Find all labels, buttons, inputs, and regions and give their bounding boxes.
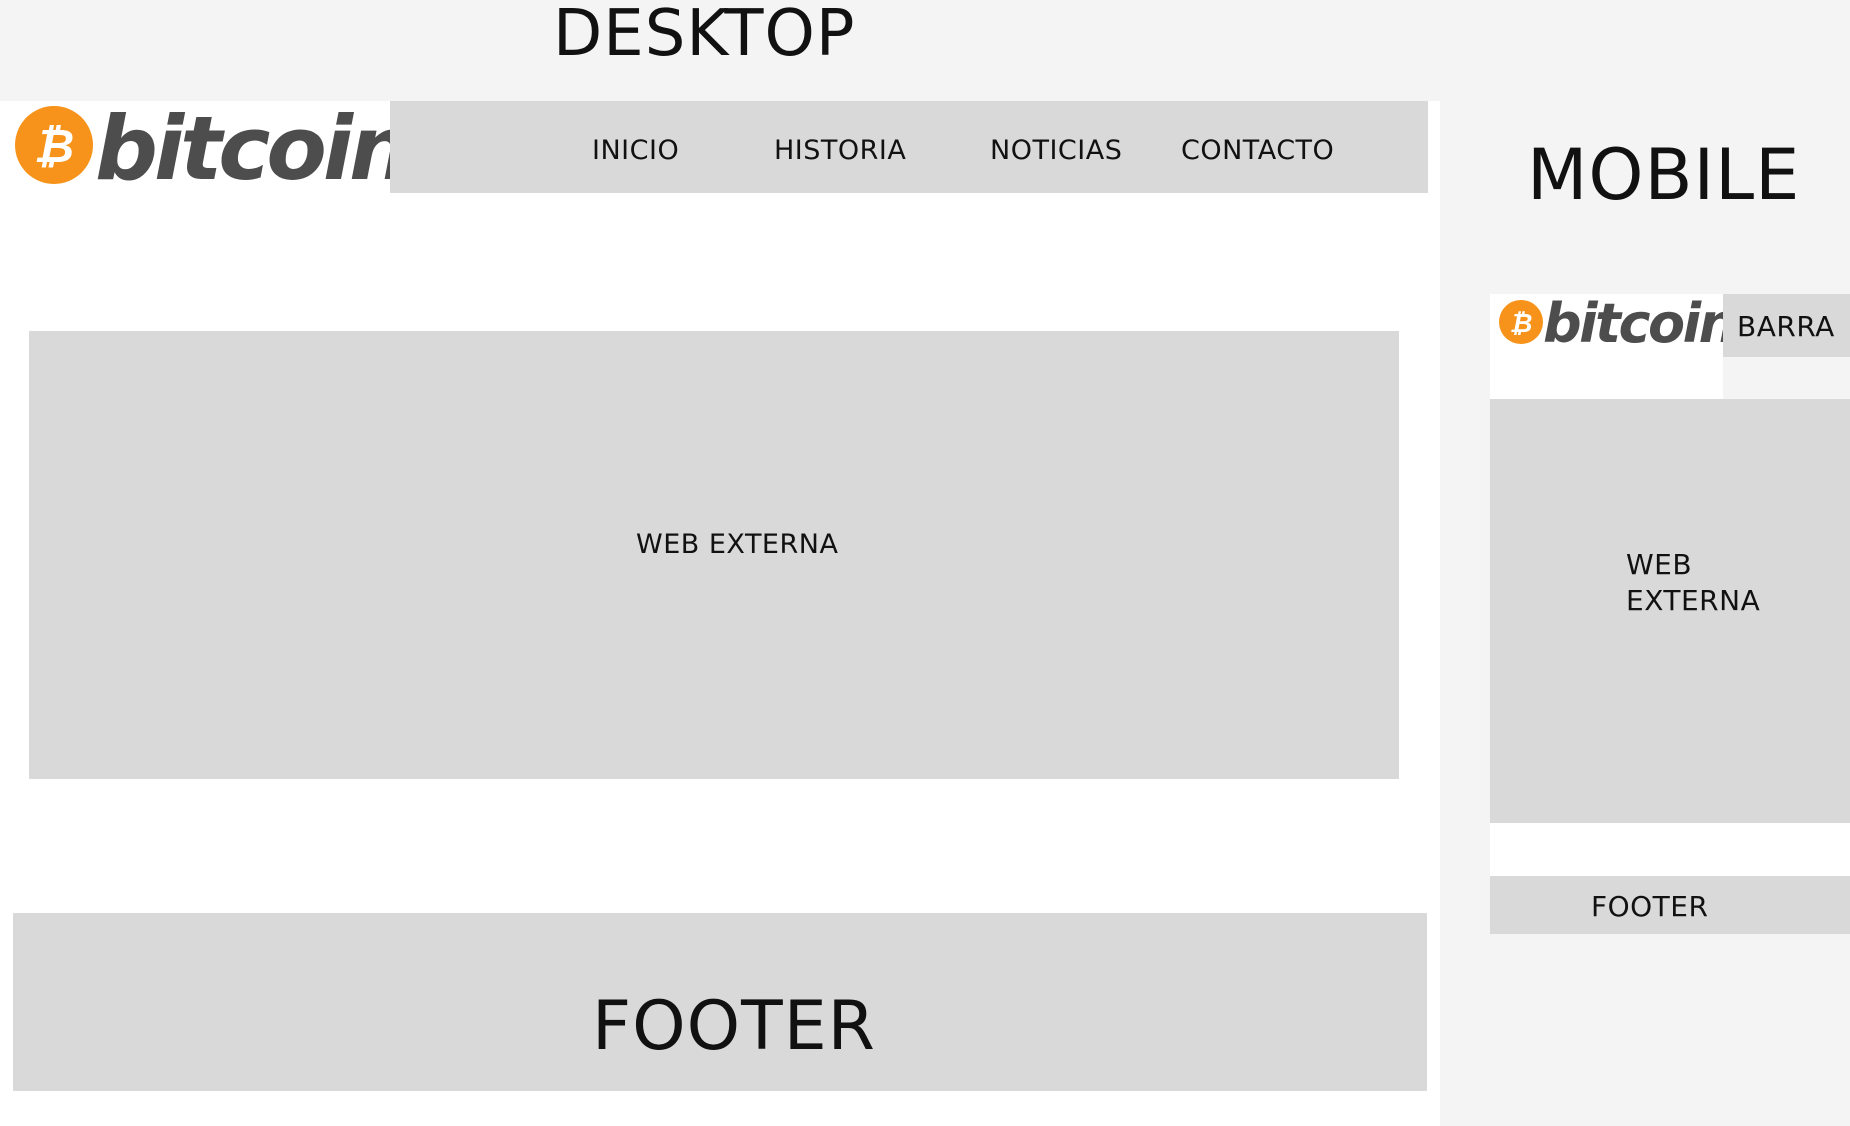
mobile-spacer (1490, 823, 1850, 876)
nav-item-contacto[interactable]: CONTACTO (1181, 135, 1335, 166)
desktop-external-web-block: WEB EXTERNA (29, 331, 1399, 779)
nav-item-noticias[interactable]: NOTICIAS (990, 135, 1123, 166)
mobile-bitcoin-logo[interactable]: ₿ bitcoin (1490, 292, 1737, 399)
desktop-bitcoin-logo[interactable]: ₿ bitcoin (0, 97, 412, 200)
desktop-logo-wordmark: bitcoin (95, 97, 408, 200)
desktop-external-web-label: WEB EXTERNA (636, 529, 839, 560)
bitcoin-coin-icon: ₿ (1499, 300, 1543, 344)
desktop-footer-block: FOOTER (13, 913, 1427, 1091)
bitcoin-logo-graphic: ₿ bitcoin (15, 97, 412, 200)
nav-item-historia[interactable]: HISTORIA (774, 135, 907, 166)
mobile-heading: MOBILE (1527, 134, 1801, 216)
mobile-web-line-1: WEB (1626, 548, 1693, 581)
mobile-logo-wordmark: bitcoin (1543, 292, 1735, 355)
mobile-nav-label: BARRA (1737, 310, 1835, 343)
desktop-nav-bar: INICIO HISTORIA NOTICIAS CONTACTO (390, 101, 1428, 193)
mobile-nav-bar[interactable]: BARRA (1723, 294, 1850, 357)
svg-text:₿: ₿ (1510, 309, 1533, 339)
desktop-footer-label: FOOTER (592, 987, 876, 1066)
nav-item-inicio[interactable]: INICIO (592, 135, 680, 166)
mobile-external-web-block: WEB EXTERNA (1490, 399, 1850, 823)
mobile-footer-label: FOOTER (1591, 890, 1709, 923)
mobile-footer-block: FOOTER (1490, 876, 1850, 934)
mobile-web-line-2: EXTERNA (1626, 584, 1761, 617)
mobile-bitcoin-logo-graphic: ₿ bitcoin (1499, 292, 1737, 355)
svg-text:₿: ₿ (34, 119, 74, 173)
desktop-wireframe: ₿ bitcoin INICIO HISTORIA NOTICIAS CONTA… (0, 97, 1440, 1126)
mobile-external-web-label: WEB EXTERNA (1626, 547, 1786, 619)
bitcoin-coin-icon: ₿ (15, 106, 93, 184)
desktop-heading: DESKTOP (553, 0, 856, 71)
